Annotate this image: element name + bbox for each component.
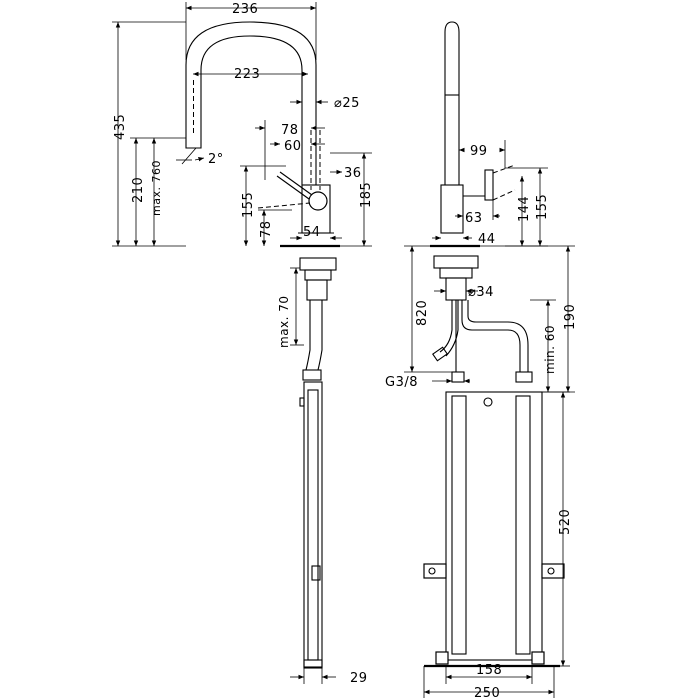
dim-36: 36 <box>344 166 362 181</box>
spray-head <box>185 140 202 149</box>
side-shank-nut <box>433 255 479 269</box>
hose-fitting-1 <box>432 346 448 362</box>
dim-236: 236 <box>232 2 258 17</box>
dim-435: 435 <box>113 114 128 140</box>
dim-54: 54 <box>303 225 321 240</box>
spray-angle-line <box>181 147 197 165</box>
dim-29: 29 <box>350 671 368 686</box>
right-faucet-view: 99 144 155 63 44 820 ⌀34 190 min. <box>385 21 578 700</box>
counterweight-tube <box>303 381 323 668</box>
dim-max-760: max. 760 <box>150 160 163 216</box>
dim-820: 820 <box>415 300 430 326</box>
side-handle-alt-2 <box>492 189 516 201</box>
tube-end <box>303 659 323 669</box>
dim-dia-25: ⌀25 <box>334 96 360 111</box>
hose-left-a <box>305 300 311 371</box>
spout-inner <box>200 35 303 185</box>
shank-tube <box>306 279 328 301</box>
dim-60: 60 <box>284 139 302 154</box>
spout-outer <box>185 21 317 185</box>
handle-lever <box>279 171 313 196</box>
side-body <box>440 184 464 234</box>
dim-99: 99 <box>470 144 488 159</box>
dim-250: 250 <box>474 686 500 700</box>
handle-lever-2 <box>276 175 310 200</box>
bracket-right-hole <box>547 567 555 575</box>
dim-520: 520 <box>558 509 573 535</box>
dim-155-left: 155 <box>241 192 256 218</box>
dim-78-top: 78 <box>281 123 299 138</box>
side-spout <box>444 21 460 185</box>
dim-210: 210 <box>131 177 146 203</box>
dim-158: 158 <box>476 663 502 678</box>
left-faucet-view: 236 223 ⌀25 78 60 36 435 210 max. 760 <box>112 2 374 686</box>
shank-nut-2 <box>304 269 332 281</box>
hose-fitting-2 <box>515 371 533 383</box>
side-hose-3 <box>461 300 521 372</box>
dim-max-70: max. 70 <box>277 295 291 348</box>
dim-g38: G3/8 <box>385 375 418 390</box>
tube-weight <box>311 565 321 581</box>
side-hose-4 <box>467 300 529 372</box>
handle-lever-alt <box>257 202 311 209</box>
side-handle <box>484 169 494 201</box>
dim-44: 44 <box>478 232 496 247</box>
dim-78-bottom: 78 <box>259 220 274 238</box>
dim-min-60: min. 60 <box>543 325 557 374</box>
tube-clip <box>299 397 305 407</box>
foot-right <box>531 651 545 665</box>
foot-left <box>435 651 449 665</box>
side-handle-alt <box>492 164 516 174</box>
hose-connector <box>302 369 322 381</box>
cabinet-outer <box>445 391 543 661</box>
side-shank-tube <box>445 277 467 301</box>
cabinet-hole <box>483 397 493 407</box>
side-hose-2 <box>445 300 459 357</box>
dim-144: 144 <box>517 196 532 222</box>
bracket-left-hole <box>428 567 436 575</box>
counterweight-inner <box>307 389 319 661</box>
hose-fitting-3 <box>451 371 465 383</box>
shank-nut <box>299 257 337 271</box>
dim-155-right: 155 <box>535 194 550 220</box>
dim-angle-2: 2° <box>208 152 224 167</box>
dim-223: 223 <box>234 67 260 82</box>
dim-185: 185 <box>359 182 374 208</box>
hose-left-b <box>317 300 323 371</box>
cabinet-right-post <box>515 395 531 655</box>
handle-hub <box>308 191 328 211</box>
dim-dia-34: ⌀34 <box>468 285 494 300</box>
side-shank-nut-2 <box>439 267 473 279</box>
bracket-right <box>541 563 565 579</box>
dim-190: 190 <box>563 304 578 330</box>
dim-63: 63 <box>465 211 483 226</box>
cabinet-left-post <box>451 395 467 655</box>
side-hose-1 <box>439 300 453 353</box>
